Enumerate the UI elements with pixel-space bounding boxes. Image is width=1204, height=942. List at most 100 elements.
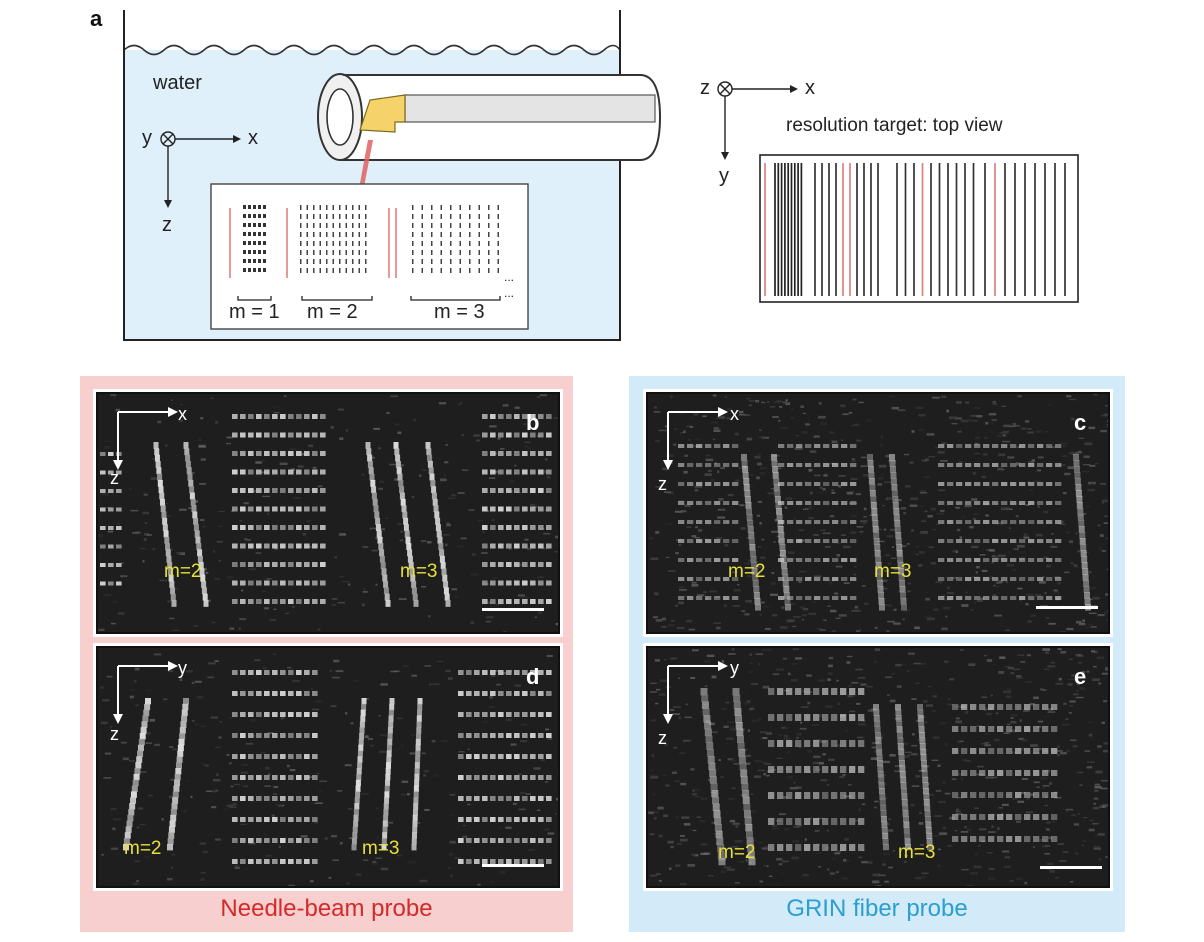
target-dot — [488, 223, 490, 228]
noise-speck — [1044, 668, 1050, 670]
noise-speck — [944, 792, 951, 795]
noise-speck — [773, 401, 781, 404]
noise-speck — [481, 721, 489, 724]
horizontal-bar-segment — [1001, 444, 1008, 448]
vertical-bar-segment — [747, 520, 754, 527]
noise-speck — [734, 432, 740, 436]
vertical-bar-segment — [882, 838, 889, 845]
vertical-bar-segment — [175, 768, 182, 775]
vertical-bar-segment — [923, 799, 930, 806]
noise-speck — [413, 419, 416, 422]
noise-speck — [990, 431, 994, 434]
horizontal-bar-segment — [296, 754, 302, 759]
noise-speck — [1068, 398, 1077, 401]
noise-speck — [1068, 712, 1073, 714]
target-dot — [326, 241, 328, 246]
noise-speck — [973, 406, 981, 409]
noise-speck — [991, 418, 997, 422]
horizontal-bar-segment — [320, 525, 326, 530]
noise-speck — [985, 514, 989, 517]
noise-speck — [838, 475, 846, 477]
horizontal-bar-segment — [256, 838, 262, 843]
horizontal-bar-segment — [522, 525, 528, 530]
noise-speck — [1005, 580, 1008, 584]
horizontal-bar-segment — [546, 451, 552, 456]
noise-speck — [272, 653, 277, 655]
noise-speck — [874, 800, 879, 803]
noise-speck — [1007, 551, 1011, 554]
horizontal-bar-segment — [840, 714, 847, 721]
horizontal-bar-segment — [530, 754, 536, 759]
noise-speck — [451, 814, 455, 817]
noise-speck — [544, 458, 548, 461]
horizontal-bar-segment — [248, 796, 254, 801]
horizontal-bar-segment — [956, 520, 963, 524]
vertical-bar-segment — [143, 709, 150, 717]
noise-speck — [1011, 798, 1018, 800]
noise-speck — [1066, 531, 1071, 534]
noise-speck — [842, 413, 849, 416]
noise-speck — [985, 732, 989, 736]
noise-speck — [857, 721, 865, 723]
vertical-bar-segment — [400, 498, 406, 506]
horizontal-bar-segment — [795, 688, 802, 695]
horizontal-bar-segment — [248, 754, 254, 759]
noise-speck — [342, 580, 350, 583]
noise-speck — [789, 787, 798, 790]
target-dot — [332, 259, 334, 264]
vertical-bar-segment — [781, 562, 788, 569]
horizontal-bar-segment — [522, 414, 528, 419]
target-dot — [306, 250, 308, 255]
horizontal-bar-segment — [1010, 539, 1017, 543]
horizontal-bar-segment — [1046, 482, 1053, 486]
noise-speck — [831, 489, 834, 491]
noise-speck — [1079, 687, 1085, 690]
horizontal-bar-segment — [1001, 577, 1008, 581]
target-dot — [459, 259, 461, 264]
vertical-bar-segment — [924, 804, 931, 811]
horizontal-bar-segment — [264, 506, 270, 512]
noise-speck — [457, 545, 465, 548]
noise-speck — [713, 622, 722, 624]
noise-speck — [670, 658, 678, 660]
noise-speck — [273, 785, 279, 789]
noise-speck — [518, 859, 523, 862]
noise-speck — [1065, 810, 1069, 813]
horizontal-bar-segment — [714, 444, 721, 448]
noise-speck — [205, 571, 209, 575]
noise-speck — [885, 496, 894, 500]
needle-beam-caption: Needle-beam probe — [220, 895, 433, 922]
vertical-bar-segment — [123, 838, 130, 845]
noise-speck — [763, 605, 771, 608]
target-dot — [358, 223, 360, 228]
horizontal-bar-segment — [696, 596, 703, 600]
noise-speck — [309, 880, 314, 883]
horizontal-bar-segment — [956, 539, 963, 543]
horizontal-bar-segment — [312, 525, 318, 530]
noise-speck — [297, 465, 304, 468]
vertical-bar-segment — [1077, 514, 1084, 521]
noise-speck — [748, 671, 754, 673]
noise-speck — [1011, 751, 1018, 754]
target-dot — [440, 250, 442, 255]
horizontal-bar-segment — [778, 482, 785, 486]
horizontal-bar-segment — [947, 577, 954, 581]
target-dot — [497, 268, 499, 273]
horizontal-bar-segment — [1019, 444, 1026, 448]
noise-speck — [386, 411, 390, 415]
noise-speck — [1025, 602, 1029, 606]
horizontal-bar-segment — [272, 838, 278, 843]
horizontal-bar-segment — [514, 432, 520, 438]
horizontal-bar-segment — [814, 577, 821, 581]
noise-speck — [699, 819, 706, 823]
noise-speck — [1036, 786, 1040, 788]
noise-speck — [739, 504, 745, 507]
noise-speck — [1003, 690, 1012, 694]
noise-speck — [486, 510, 490, 512]
horizontal-bar-segment — [732, 539, 739, 543]
target-dot — [313, 268, 315, 273]
vertical-bar-segment — [733, 701, 741, 709]
noise-speck — [117, 522, 121, 525]
horizontal-bar-segment — [823, 501, 830, 505]
noise-speck — [717, 416, 725, 419]
